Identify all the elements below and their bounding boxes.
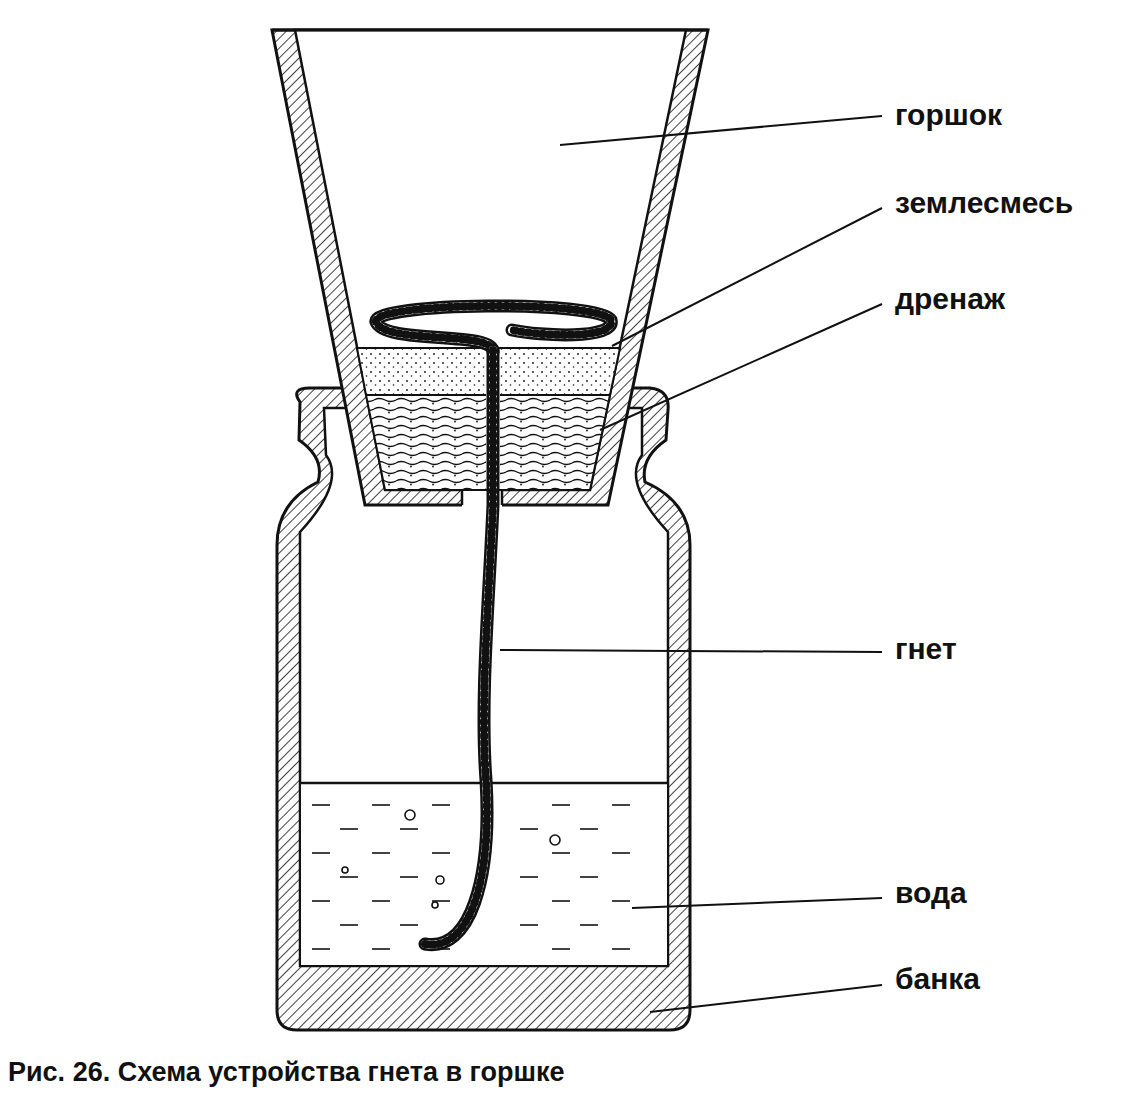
wick <box>376 306 611 945</box>
part-label: дренаж <box>895 282 1005 315</box>
part-label: вода <box>895 876 967 909</box>
leader-lines <box>500 116 882 1012</box>
part-label: горшок <box>895 98 1002 131</box>
part-label: землесмесь <box>895 186 1073 219</box>
part-label: гнет <box>895 632 957 665</box>
figure-caption: Рис. 26. Схема устройства гнета в горшке <box>8 1058 564 1088</box>
part-label: банка <box>895 962 980 995</box>
